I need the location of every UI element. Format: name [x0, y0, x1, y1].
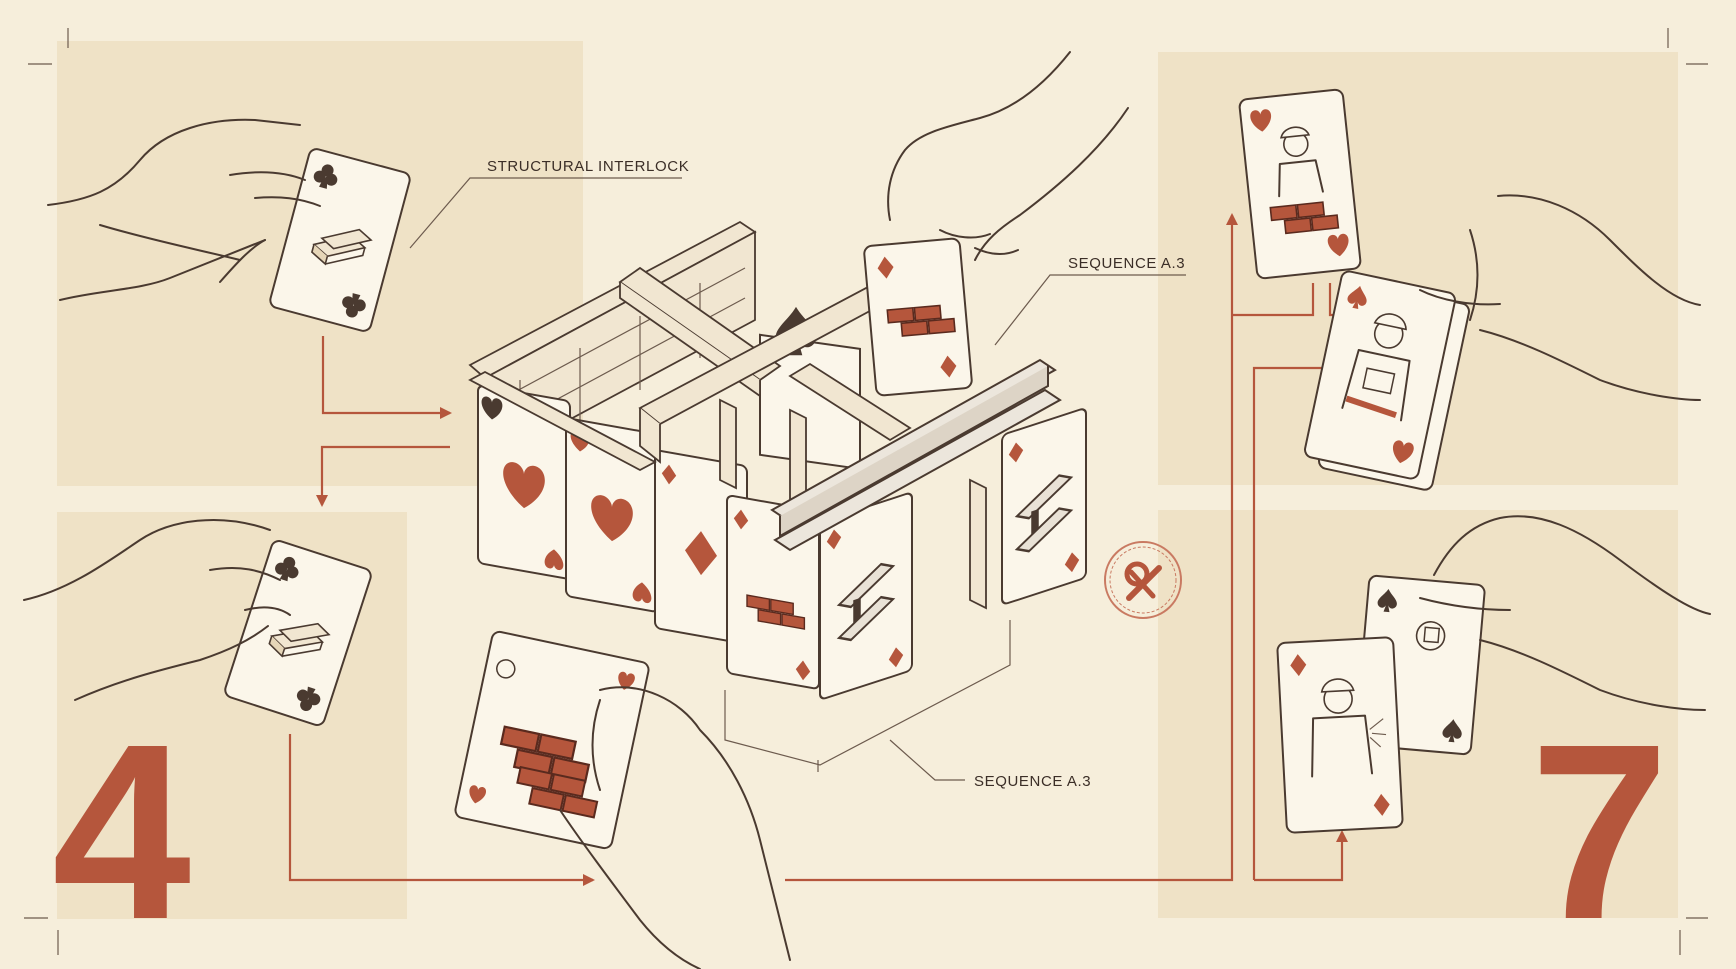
hand-card-top-center — [863, 51, 1129, 397]
hand-card-bottom-center — [454, 630, 791, 969]
diamond-worker-card — [1276, 636, 1404, 834]
heart-worker-card — [1238, 88, 1362, 280]
sequence-label-top: SEQUENCE A.3 — [1068, 255, 1185, 272]
worker-icon — [496, 659, 516, 679]
number-four: 4 — [52, 692, 191, 969]
spade-worker-card — [1304, 270, 1456, 480]
hand-card-bottom-right — [1276, 515, 1711, 834]
gear-wrench-stamp-icon — [1104, 541, 1182, 619]
house-of-cards-structure — [468, 220, 1087, 772]
hand-card-top-right — [1238, 88, 1701, 491]
sequence-label-bottom: SEQUENCE A.3 — [974, 773, 1091, 790]
hand-card-top-left — [47, 118, 411, 332]
hand-card-bottom-left — [23, 519, 372, 726]
callouts: STRUCTURAL INTERLOCK SEQUENCE A.3 SEQUEN… — [409, 158, 1186, 790]
crop-marks — [24, 28, 1708, 955]
number-seven: 7 — [1530, 692, 1669, 969]
structural-interlock-label: STRUCTURAL INTERLOCK — [487, 158, 689, 175]
